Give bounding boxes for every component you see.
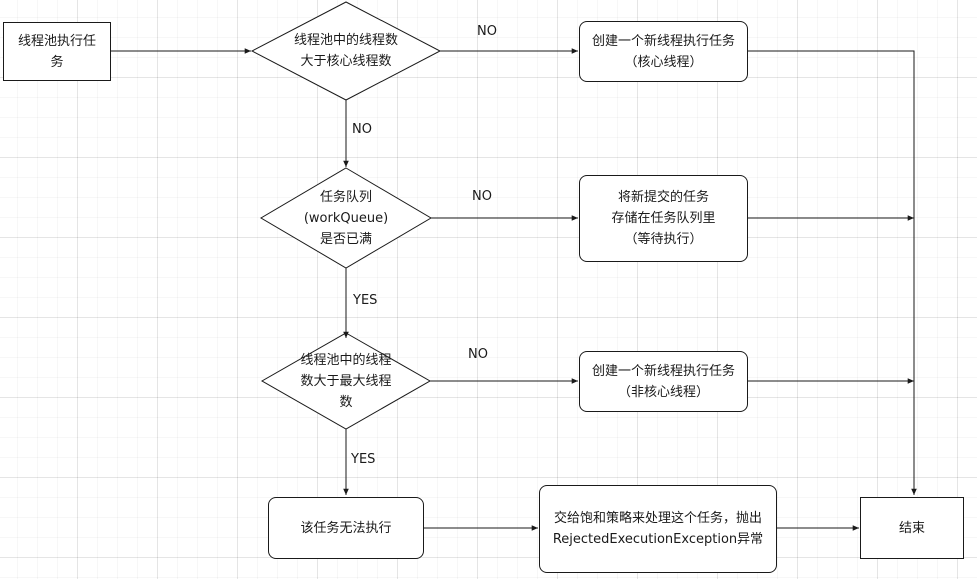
create-core-thread-node: 创建一个新线程执行任务 （核心线程） [579,21,748,82]
end-node: 结束 [860,497,964,559]
cannot-execute-node: 该任务无法执行 [268,497,424,559]
edge-label-queue-yes: YES [353,293,378,308]
decision-queue-full-label: 任务队列 (workQueue) 是否已满 [303,189,389,247]
create-noncore-thread-node: 创建一个新线程执行任务 （非核心线程） [579,351,748,412]
edge-label-core-no-right: NO [477,24,497,39]
decision-core-threads-label: 线程池中的线程数 大于核心线程数 [293,33,398,69]
edge-label-core-no-down: NO [352,122,372,137]
edge-label-queue-no: NO [472,189,492,204]
edge-create-core-to-end [748,50,917,495]
start-node: 线程池执行任 务 [3,22,111,81]
edge-label-max-no: NO [468,347,488,362]
edge-label-max-yes: YES [351,452,376,467]
enqueue-task-node: 将新提交的任务 存储在任务队列里 （等待执行） [579,175,748,262]
decision-max-threads-label: 线程池中的线程 数大于最大线程 数 [300,352,392,410]
rejection-policy-node: 交给饱和策略来处理这个任务，抛出 RejectedExecutionExcept… [539,485,777,573]
